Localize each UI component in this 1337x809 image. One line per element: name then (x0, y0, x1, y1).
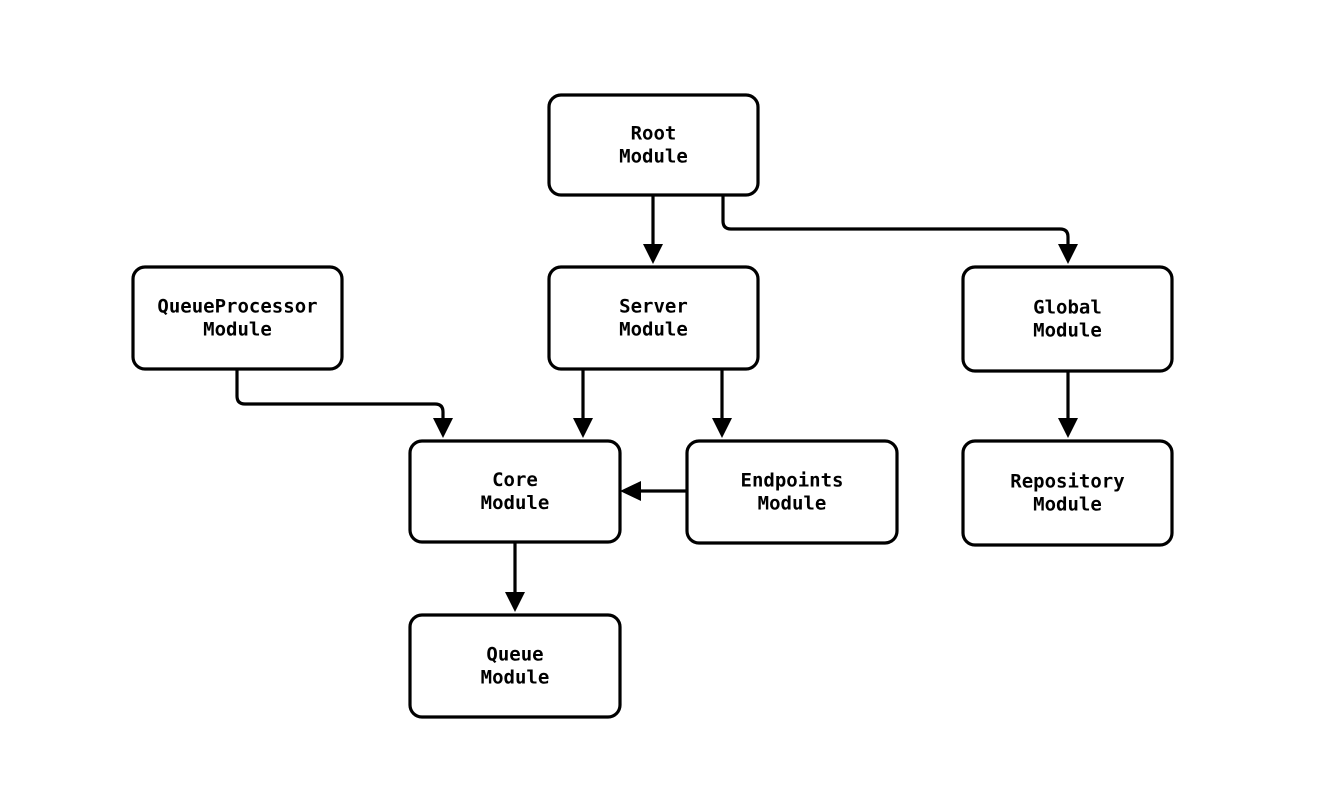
edges-layer (235, 195, 1078, 612)
arrowhead-icon (620, 481, 641, 501)
edge-root-to-server (643, 195, 663, 264)
node-rect[interactable] (408, 439, 622, 544)
node-label-line2: Module (1033, 494, 1102, 516)
node-rect[interactable] (547, 265, 760, 371)
node-label-line1: Repository (1010, 471, 1124, 493)
edge-root-to-global (721, 195, 1078, 264)
edge-line (235, 369, 445, 429)
edge-endpoints-to-core (620, 481, 687, 501)
node-label-line2: Module (481, 667, 550, 689)
node-rect[interactable] (131, 265, 344, 371)
arrowhead-icon (573, 418, 593, 438)
node-rect[interactable] (408, 613, 622, 719)
node-label-line2: Module (619, 146, 688, 168)
arrowhead-icon (433, 418, 453, 438)
arrowhead-icon (1058, 244, 1078, 264)
node-label-line1: QueueProcessor (157, 296, 317, 318)
node-label-line1: Core (492, 469, 538, 491)
edge-line (721, 195, 1070, 255)
node-label-line1: Global (1033, 297, 1102, 319)
edge-server-to-endpoints (712, 369, 732, 438)
arrowhead-icon (643, 244, 663, 264)
edge-queueprocessor-to-core (235, 369, 453, 438)
edge-core-to-queue (505, 542, 525, 612)
node-rect[interactable] (547, 93, 760, 197)
arrowhead-icon (505, 592, 525, 612)
nodes-layer: RootModuleQueueProcessorModuleServerModu… (131, 93, 1174, 719)
node-label-line2: Module (481, 492, 550, 514)
node-label-line1: Endpoints (741, 470, 844, 492)
node-rect[interactable] (961, 439, 1174, 547)
node-label-line2: Module (619, 319, 688, 341)
arrowhead-icon (1058, 418, 1078, 438)
edge-global-to-repository (1058, 371, 1078, 438)
node-label-line2: Module (1033, 320, 1102, 342)
edge-server-to-core (573, 369, 593, 438)
node-rect[interactable] (685, 439, 899, 545)
node-label-line1: Root (631, 123, 677, 145)
arrowhead-icon (712, 418, 732, 438)
node-label-line2: Module (758, 493, 827, 515)
node-label-line1: Server (619, 296, 688, 318)
node-label-line1: Queue (486, 644, 543, 666)
node-label-line2: Module (203, 319, 272, 341)
node-rect[interactable] (961, 265, 1174, 373)
